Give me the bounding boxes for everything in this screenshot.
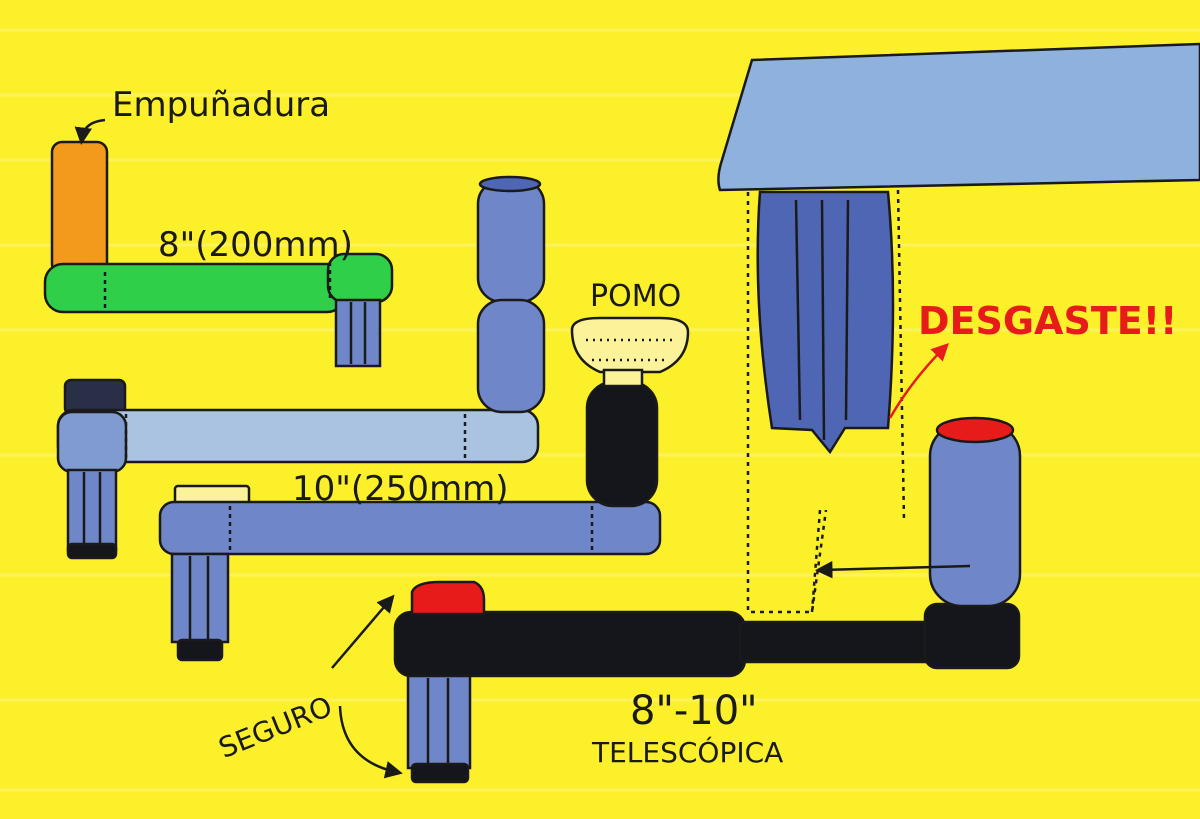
label-size-10in: 10"(250mm) <box>292 469 509 509</box>
handle-10in-blue <box>158 316 690 662</box>
square-drive-light <box>66 468 118 552</box>
grip-orange <box>50 140 109 276</box>
pomo-knob <box>570 316 690 374</box>
arm-black-outer <box>393 610 747 678</box>
annotation-arrows <box>74 118 971 779</box>
arm-light-blue-hub <box>56 410 128 474</box>
arrow-seguro-down <box>338 705 403 779</box>
arrow-desgaste <box>888 343 949 419</box>
arrow-insert-handle <box>815 560 971 579</box>
winch <box>717 42 1200 614</box>
grip-telescopic <box>928 422 1022 608</box>
winch-socket-outline <box>746 192 828 614</box>
label-telescopica: TELESCÓPICA <box>591 735 783 769</box>
label-desgaste: DESGASTE!! <box>918 299 1177 343</box>
seguro-lock-red <box>410 580 486 616</box>
winch-top <box>717 42 1200 192</box>
handle-8in-green <box>43 140 394 368</box>
square-drive-green <box>334 298 382 368</box>
square-drive-blue <box>170 552 230 644</box>
winch-drum <box>756 190 895 455</box>
label-size-range: 8"-10" <box>630 688 758 734</box>
arm-blue <box>158 500 662 556</box>
tall-grip-top <box>476 178 546 304</box>
label-size-8in: 8"(200mm) <box>158 225 353 265</box>
square-drive-telescopic <box>406 674 472 770</box>
handle-light-blue <box>56 175 546 560</box>
arm-black-end <box>923 602 1021 670</box>
arrow-to-grip <box>74 118 106 145</box>
handle-telescopic-black <box>393 416 1022 784</box>
arm-green <box>43 262 347 314</box>
arrow-seguro-up <box>331 594 395 669</box>
knob-grip-black <box>585 380 659 508</box>
label-pomo: POMO <box>590 279 681 314</box>
grip-telescopic-cap <box>935 416 1015 444</box>
arm-black-inner <box>738 620 942 664</box>
tall-grip-bottom <box>476 298 546 414</box>
label-empunadura: Empuñadura <box>112 85 330 125</box>
